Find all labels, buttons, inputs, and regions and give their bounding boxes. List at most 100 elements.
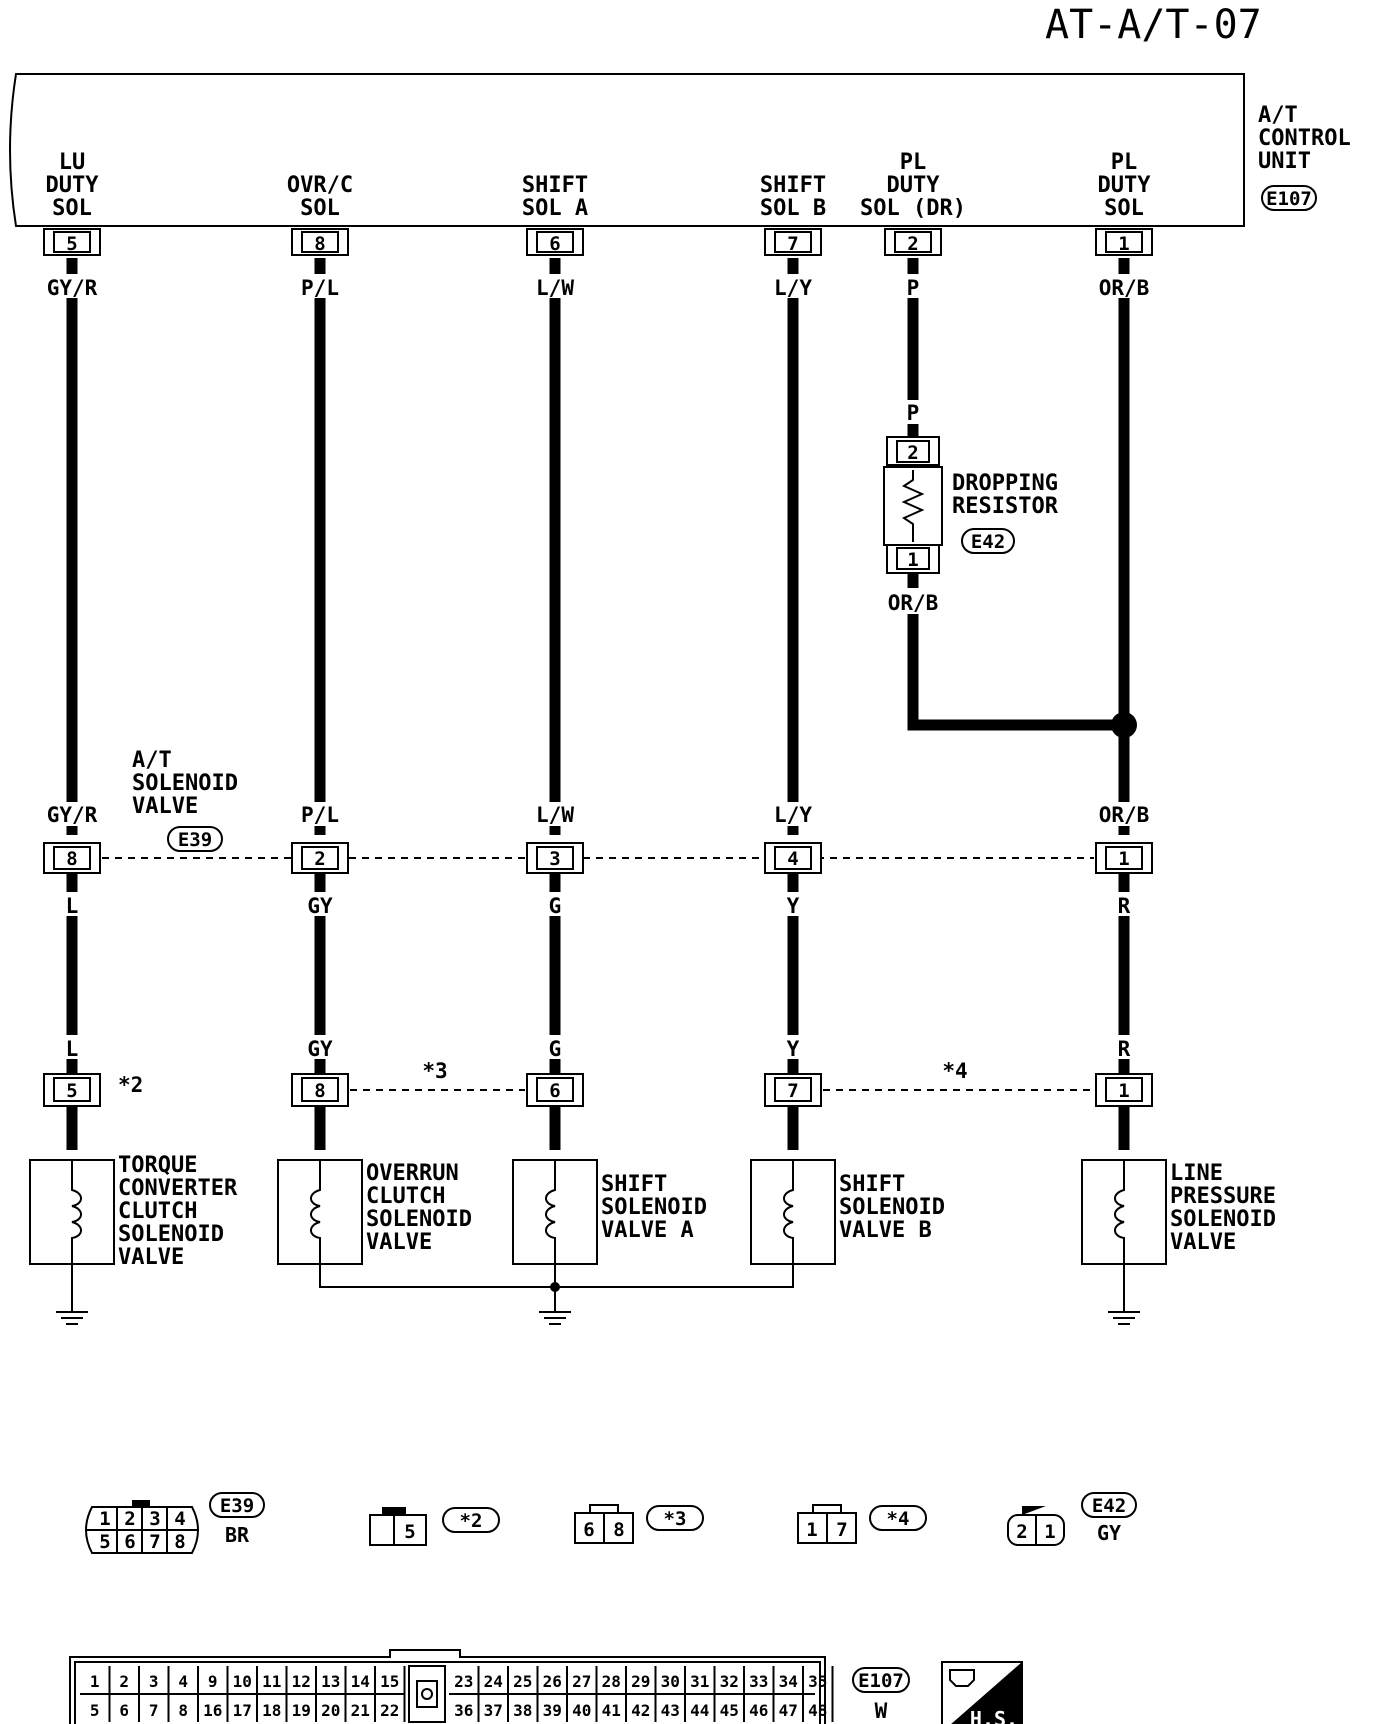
e39-pin: 8 bbox=[43, 842, 101, 874]
svg-text:RESISTOR: RESISTOR bbox=[952, 494, 1059, 519]
svg-text:SOLENOID: SOLENOID bbox=[601, 1195, 707, 1220]
svg-text:4: 4 bbox=[174, 1508, 185, 1530]
e107-pin-label: 19 bbox=[292, 1701, 311, 1720]
e107-pin-label: 22 bbox=[380, 1701, 399, 1720]
svg-text:TORQUE: TORQUE bbox=[118, 1153, 197, 1178]
e107-pin-label: 14 bbox=[351, 1672, 370, 1691]
connector-view-star-4: 1 7 *4 bbox=[797, 1504, 927, 1544]
svg-text:VALVE A: VALVE A bbox=[601, 1218, 694, 1243]
hs-badge: H.S. bbox=[941, 1661, 1023, 1724]
svg-text:SOL: SOL bbox=[52, 196, 92, 221]
dropping-resistor: P 2 1 OR/B DROPPING RESISTOR E42 bbox=[882, 400, 1059, 615]
svg-text:1: 1 bbox=[99, 1508, 110, 1530]
svg-text:5: 5 bbox=[99, 1531, 110, 1553]
wire-color-label: L/Y bbox=[774, 803, 812, 827]
svg-text:VALVE: VALVE bbox=[132, 794, 198, 819]
wire-color-label: L/W bbox=[536, 276, 574, 300]
svg-text:LU: LU bbox=[59, 150, 86, 175]
svg-text:SHIFT: SHIFT bbox=[522, 173, 588, 198]
wire-color-labels-mid-top: GY/R P/L L/W L/Y OR/B bbox=[40, 802, 1158, 827]
wire-color-label: OR/B bbox=[888, 591, 939, 615]
svg-text:1: 1 bbox=[806, 1519, 817, 1541]
lower-connector-pin: 6 bbox=[526, 1073, 584, 1107]
svg-text:E39: E39 bbox=[178, 829, 212, 851]
e107-pin-label: 13 bbox=[321, 1672, 340, 1691]
e107-pin-label: 32 bbox=[720, 1672, 739, 1691]
wire-color-label: P bbox=[907, 276, 920, 300]
terminal-label-lu-duty-sol: LU DUTY SOL bbox=[46, 150, 100, 221]
shift-solenoid-b: SHIFT SOLENOID VALVE B bbox=[750, 1159, 945, 1265]
svg-text:5: 5 bbox=[66, 233, 77, 255]
svg-text:E39: E39 bbox=[220, 1495, 254, 1517]
svg-text:4: 4 bbox=[787, 848, 798, 870]
svg-text:SOLENOID: SOLENOID bbox=[839, 1195, 945, 1220]
component-label: TORQUE CONVERTER CLUTCH SOLENOID VALVE bbox=[118, 1153, 238, 1270]
e107-pin-label: 21 bbox=[351, 1701, 370, 1720]
e107-pin-label: 12 bbox=[292, 1672, 311, 1691]
wire-color-label: Y bbox=[787, 1037, 800, 1061]
svg-text:1: 1 bbox=[1044, 1521, 1055, 1543]
component-label: SHIFT SOLENOID VALVE A bbox=[601, 1172, 707, 1243]
svg-text:BR: BR bbox=[225, 1523, 250, 1547]
svg-text:UNIT: UNIT bbox=[1258, 149, 1311, 174]
e107-pin-label: 18 bbox=[262, 1701, 281, 1720]
svg-text:2: 2 bbox=[124, 1508, 135, 1530]
e107-pin-label: 20 bbox=[321, 1701, 340, 1720]
svg-text:E42: E42 bbox=[971, 531, 1005, 553]
svg-text:2: 2 bbox=[907, 442, 918, 464]
svg-text:SHIFT: SHIFT bbox=[760, 173, 826, 198]
component-label: LINE PRESSURE SOLENOID VALVE bbox=[1170, 1161, 1276, 1255]
wire-color-label: OR/B bbox=[1099, 276, 1150, 300]
svg-text:PL: PL bbox=[900, 150, 927, 175]
e107-pin-label: 15 bbox=[380, 1672, 399, 1691]
e107-pin-label: 9 bbox=[208, 1672, 218, 1691]
svg-text:DUTY: DUTY bbox=[46, 173, 100, 198]
svg-text:SOL A: SOL A bbox=[522, 196, 588, 221]
svg-text:DUTY: DUTY bbox=[1098, 173, 1152, 198]
e107-pin-label: 33 bbox=[749, 1672, 768, 1691]
svg-text:1: 1 bbox=[1118, 233, 1129, 255]
svg-text:SOLENOID: SOLENOID bbox=[132, 771, 238, 796]
e107-pin-label: 5 bbox=[90, 1701, 100, 1720]
svg-text:LINE: LINE bbox=[1170, 1161, 1223, 1186]
wire-color-label: OR/B bbox=[1099, 803, 1150, 827]
e39-connector-view: 1 2 3 4 5 6 7 8 E39 BR bbox=[85, 1492, 265, 1554]
wire-color-labels-bottom: L GY G Y R bbox=[60, 1035, 1136, 1061]
torque-converter-clutch-solenoid: TORQUE CONVERTER CLUTCH SOLENOID VALVE bbox=[29, 1153, 238, 1325]
e107-pin-label: 36 bbox=[454, 1701, 473, 1720]
terminal-label-pl-duty-sol: PL DUTY SOL bbox=[1098, 150, 1152, 221]
terminal-label-shift-sol-a: SHIFT SOL A bbox=[522, 173, 588, 221]
svg-text:SOL: SOL bbox=[1104, 196, 1144, 221]
wire-color-label: G bbox=[549, 1037, 562, 1061]
svg-text:2: 2 bbox=[314, 848, 325, 870]
overrun-clutch-solenoid: OVERRUN CLUTCH SOLENOID VALVE bbox=[277, 1159, 472, 1265]
wire-color-label: GY/R bbox=[47, 803, 98, 827]
component-label: SHIFT SOLENOID VALVE B bbox=[839, 1172, 945, 1243]
svg-text:CLUTCH: CLUTCH bbox=[118, 1199, 197, 1224]
svg-text:3: 3 bbox=[549, 848, 560, 870]
control-unit-pin: 8 bbox=[291, 228, 349, 256]
note-star-3: *3 bbox=[422, 1059, 447, 1083]
svg-text:6: 6 bbox=[549, 1080, 560, 1102]
e107-pin-label: 1 bbox=[90, 1672, 100, 1691]
svg-text:8: 8 bbox=[314, 1080, 325, 1102]
svg-text:DUTY: DUTY bbox=[887, 173, 941, 198]
svg-text:3: 3 bbox=[149, 1508, 160, 1530]
note-star-4: *4 bbox=[942, 1059, 967, 1083]
svg-text:1: 1 bbox=[1118, 848, 1129, 870]
svg-text:E42: E42 bbox=[1092, 1495, 1126, 1517]
shared-ground bbox=[319, 1264, 794, 1325]
svg-text:*3: *3 bbox=[664, 1508, 687, 1530]
ground-symbol bbox=[56, 1311, 88, 1325]
e107-pin-label: 35 bbox=[808, 1672, 827, 1691]
e107-pin-label: 38 bbox=[513, 1701, 532, 1720]
svg-text:SOL B: SOL B bbox=[760, 196, 826, 221]
e107-pin-label: 26 bbox=[543, 1672, 562, 1691]
control-unit-label: A/T CONTROL UNIT bbox=[1258, 103, 1351, 174]
svg-text:6: 6 bbox=[124, 1531, 135, 1553]
e39-pin: 1 bbox=[1095, 842, 1153, 874]
svg-text:7: 7 bbox=[836, 1519, 847, 1541]
svg-text:W: W bbox=[875, 1699, 888, 1723]
